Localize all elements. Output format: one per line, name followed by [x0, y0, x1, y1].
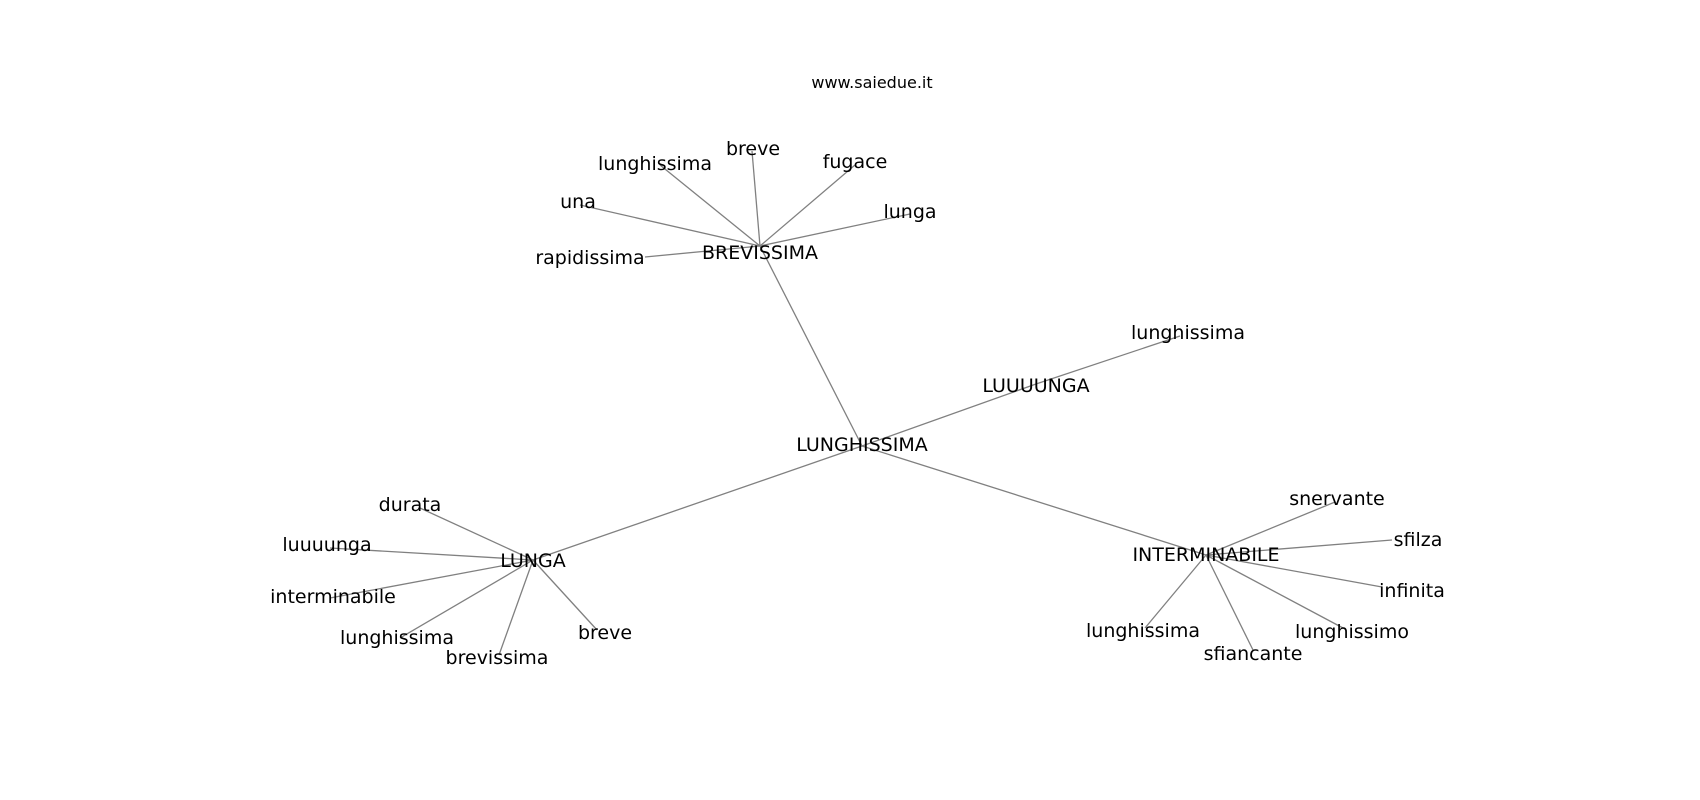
leaf-node-brevissima-4: lunga: [883, 201, 936, 223]
edge-lunga-leaf-3: [399, 559, 534, 639]
leaf-node-lunga-3: lunghissima: [340, 627, 454, 649]
edge-center-to-luuuunga: [861, 383, 1037, 447]
leaf-node-interminabile-0: snervante: [1289, 488, 1385, 510]
hub-node-interminabile: INTERMINABILE: [1132, 544, 1279, 566]
leaf-node-lunga-0: durata: [379, 494, 442, 516]
leaf-node-luuuunga-0: lunghissima: [1131, 322, 1245, 344]
leaf-node-brevissima-1: breve: [726, 138, 780, 160]
edge-lunga-leaf-0: [419, 507, 534, 561]
leaf-node-brevissima-2: fugace: [823, 151, 888, 173]
edge-brevissima-leaf-5: [644, 245, 761, 258]
edge-center-to-lunga: [532, 445, 863, 561]
graph-labels: www.saiedue.it LUNGHISSIMA BREVISSIMA lun…: [270, 73, 1445, 669]
leaf-node-lunga-4: brevissima: [446, 647, 549, 669]
edge-lunga-leaf-1: [329, 547, 534, 561]
edge-interminabile-leaf-0: [1205, 501, 1336, 556]
edge-interminabile-leaf-3: [1205, 554, 1344, 629]
edge-interminabile-leaf-1: [1205, 539, 1393, 556]
edge-brevissima-leaf-3: [579, 204, 761, 247]
leaf-node-interminabile-2: infinita: [1379, 580, 1445, 602]
leaf-node-lunga-1: luuuunga: [282, 534, 371, 556]
edge-interminabile-leaf-4: [1144, 554, 1207, 629]
leaf-node-interminabile-1: sfilza: [1394, 529, 1443, 551]
leaf-node-lunga-2: interminabile: [270, 586, 396, 608]
leaf-node-interminabile-3: lunghissimo: [1295, 621, 1409, 643]
leaf-node-brevissima-3: una: [560, 191, 596, 213]
edge-brevissima-leaf-1: [751, 150, 761, 247]
edge-center-to-interminabile: [861, 445, 1207, 556]
leaf-node-brevissima-0: lunghissima: [598, 153, 712, 175]
leaf-node-interminabile-4: lunghissima: [1086, 620, 1200, 642]
edge-center-to-brevissima: [759, 245, 863, 447]
edge-brevissima-leaf-0: [659, 164, 761, 247]
graph-edges: [329, 150, 1393, 656]
leaf-node-lunga-5: breve: [578, 622, 632, 644]
leaf-node-interminabile-5: sfiancante: [1204, 643, 1303, 665]
hub-node-luuuunga: LUUUUNGA: [982, 375, 1089, 397]
edge-brevissima-leaf-4: [759, 213, 911, 247]
edge-lunga-leaf-4: [498, 559, 534, 656]
edge-lunga-leaf-2: [329, 559, 534, 599]
edge-brevissima-leaf-2: [759, 164, 856, 247]
edge-interminabile-leaf-2: [1205, 554, 1383, 588]
center-node-label: LUNGHISSIMA: [796, 434, 928, 456]
edge-interminabile-leaf-5: [1205, 554, 1254, 651]
edge-lunga-leaf-5: [532, 559, 598, 631]
leaf-node-brevissima-5: rapidissima: [535, 247, 644, 269]
edge-luuuunga-leaf-0: [1035, 335, 1181, 385]
hub-node-lunga: LUNGA: [500, 550, 565, 572]
watermark-text: www.saiedue.it: [811, 73, 932, 92]
hub-node-brevissima: BREVISSIMA: [702, 242, 818, 264]
